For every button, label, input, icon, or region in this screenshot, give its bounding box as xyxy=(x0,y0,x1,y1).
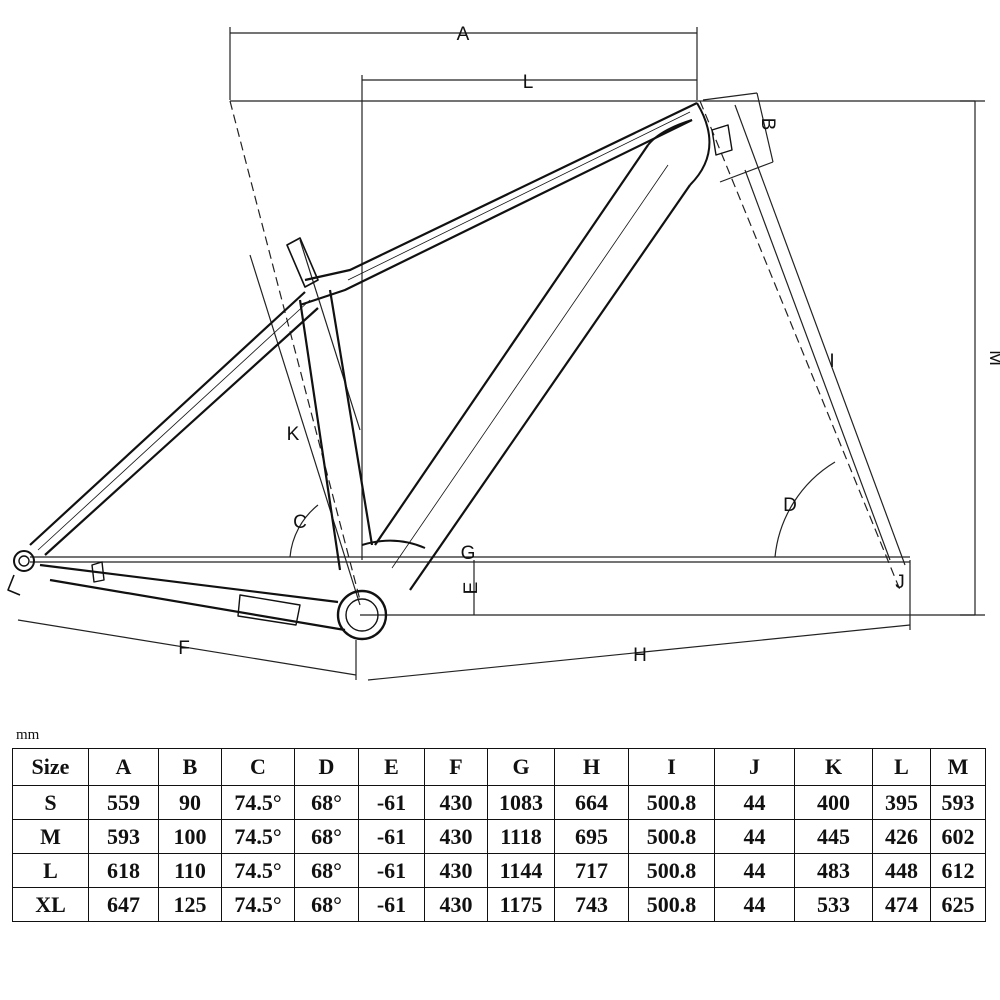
table-cell: 647 xyxy=(88,887,159,922)
table-cell: -61 xyxy=(358,819,425,854)
table-cell: 68° xyxy=(294,785,359,820)
dimension-letter-c: C xyxy=(293,512,307,533)
table-cell: 743 xyxy=(554,887,629,922)
header-cell: Size xyxy=(12,748,89,786)
table-cell: 426 xyxy=(872,819,931,854)
header-cell: E xyxy=(358,748,425,786)
bicycle-frame xyxy=(7,102,733,641)
table-cell: 44 xyxy=(714,853,795,888)
table-cell: 602 xyxy=(930,819,986,854)
table-cell: -61 xyxy=(358,853,425,888)
table-cell: 68° xyxy=(294,853,359,888)
table-cell: XL xyxy=(12,887,89,922)
table-row: M 593 100 74.5° 68° -61 430 1118 695 500… xyxy=(12,819,986,854)
table-cell: 400 xyxy=(794,785,873,820)
table-cell: 44 xyxy=(714,785,795,820)
dimension-letter-h: H xyxy=(633,645,647,666)
table-cell: 430 xyxy=(424,785,488,820)
header-cell: J xyxy=(714,748,795,786)
table-cell: 44 xyxy=(714,887,795,922)
table-cell: 500.8 xyxy=(628,819,715,854)
table-cell: 68° xyxy=(294,819,359,854)
header-cell: K xyxy=(794,748,873,786)
table-cell: 430 xyxy=(424,853,488,888)
table-cell: 1083 xyxy=(487,785,555,820)
table-header-row: Size A B C D E F G H I J K L M xyxy=(12,748,986,786)
table-cell: 68° xyxy=(294,887,359,922)
table-cell: 125 xyxy=(158,887,222,922)
table-cell: 500.8 xyxy=(628,853,715,888)
table-cell: 500.8 xyxy=(628,887,715,922)
table-cell: 74.5° xyxy=(221,819,295,854)
header-cell: I xyxy=(628,748,715,786)
table-cell: 533 xyxy=(794,887,873,922)
table-cell: 593 xyxy=(930,785,986,820)
table-cell: 618 xyxy=(88,853,159,888)
table-row: S 559 90 74.5° 68° -61 430 1083 664 500.… xyxy=(12,785,986,820)
header-cell: L xyxy=(872,748,931,786)
table-cell: 1175 xyxy=(487,887,555,922)
table-cell: 559 xyxy=(88,785,159,820)
dimension-letter-l: L xyxy=(523,72,534,93)
header-cell: F xyxy=(424,748,488,786)
table-cell: -61 xyxy=(358,887,425,922)
table-cell: 717 xyxy=(554,853,629,888)
table-cell: 74.5° xyxy=(221,887,295,922)
table-row: L 618 110 74.5° 68° -61 430 1144 717 500… xyxy=(12,853,986,888)
table-cell: 625 xyxy=(930,887,986,922)
dimension-letter-g: G xyxy=(461,543,476,564)
table-cell: 664 xyxy=(554,785,629,820)
table-cell: 44 xyxy=(714,819,795,854)
table-cell: 474 xyxy=(872,887,931,922)
table-cell: 500.8 xyxy=(628,785,715,820)
table-cell: M xyxy=(12,819,89,854)
table-cell: 74.5° xyxy=(221,853,295,888)
table-cell: 448 xyxy=(872,853,931,888)
dimension-letter-i: I xyxy=(829,351,834,372)
dimension-letter-b: B xyxy=(757,118,778,131)
header-cell: B xyxy=(158,748,222,786)
table-cell: 430 xyxy=(424,819,488,854)
table-cell: 695 xyxy=(554,819,629,854)
dimension-letter-j: J xyxy=(895,572,905,593)
header-cell: A xyxy=(88,748,159,786)
table-cell: -61 xyxy=(358,785,425,820)
dimension-letters: A B C D E F G H I J K L M xyxy=(178,24,1000,666)
dimension-letter-d: D xyxy=(783,495,797,516)
geometry-table: Size A B C D E F G H I J K L M S 559 90 … xyxy=(12,748,986,922)
table-cell: 110 xyxy=(158,853,222,888)
table-cell: 483 xyxy=(794,853,873,888)
table-cell: 100 xyxy=(158,819,222,854)
dimension-lines xyxy=(17,27,985,681)
dimension-letter-e: E xyxy=(461,582,482,595)
unit-label: mm xyxy=(16,727,40,743)
table-cell: 593 xyxy=(88,819,159,854)
header-cell: G xyxy=(487,748,555,786)
frame-geometry-diagram: A B C D E F G H I J K L M xyxy=(7,24,1000,681)
table-cell: 445 xyxy=(794,819,873,854)
dimension-letter-k: K xyxy=(287,424,300,445)
table-row: XL 647 125 74.5° 68° -61 430 1175 743 50… xyxy=(12,887,986,922)
header-cell: M xyxy=(930,748,986,786)
dimension-letter-a: A xyxy=(457,24,470,45)
dimension-letter-m: M xyxy=(985,350,1000,366)
table-cell: 90 xyxy=(158,785,222,820)
header-cell: H xyxy=(554,748,629,786)
table-cell: 1118 xyxy=(487,819,555,854)
table-cell: 1144 xyxy=(487,853,555,888)
dimension-letter-f: F xyxy=(178,638,190,659)
header-cell: D xyxy=(294,748,359,786)
table-cell: L xyxy=(12,853,89,888)
table-cell: 395 xyxy=(872,785,931,820)
table-cell: S xyxy=(12,785,89,820)
table-cell: 612 xyxy=(930,853,986,888)
header-cell: C xyxy=(221,748,295,786)
table-cell: 74.5° xyxy=(221,785,295,820)
table-cell: 430 xyxy=(424,887,488,922)
